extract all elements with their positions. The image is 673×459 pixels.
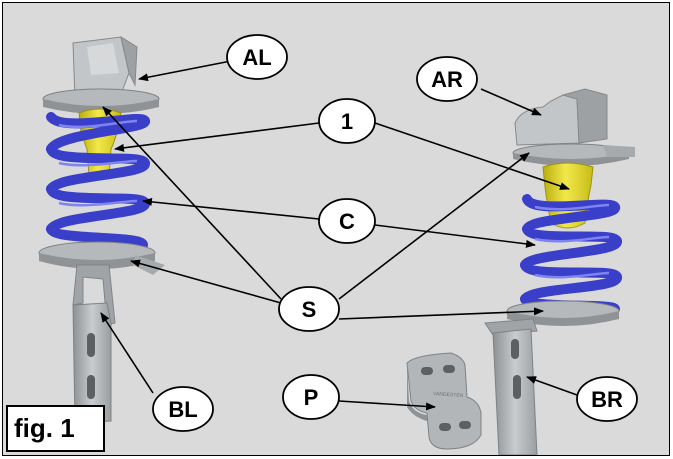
coil-spring-left-highlight <box>58 119 138 207</box>
leader-s-upper-left <box>102 106 282 300</box>
suspension-diagram: VANDESTEN AL AR 1 C S BL <box>38 34 638 455</box>
upper-seat-right <box>512 143 635 166</box>
left-spring-assembly <box>38 35 165 424</box>
leader-al <box>138 60 232 82</box>
callout-bl-label: BL <box>168 397 197 422</box>
plate-text: VANDESTEN <box>433 391 464 399</box>
lower-seat-right <box>506 300 620 326</box>
callout-1-label: 1 <box>341 109 353 134</box>
bottom-bracket-left <box>72 264 116 424</box>
top-bracket-left <box>72 35 138 100</box>
coil-spring-right-highlight <box>534 203 610 279</box>
leader-c-right <box>374 224 536 248</box>
callout-1: 1 <box>318 98 376 144</box>
figure-label: fig. 1 <box>6 405 105 452</box>
leader-1-left <box>114 122 320 152</box>
leader-s-lower-left <box>130 259 282 304</box>
right-spring-assembly <box>484 88 635 455</box>
callout-al: AL <box>226 34 288 80</box>
upper-seat-left <box>42 88 160 114</box>
callout-br-label: BR <box>591 387 623 412</box>
leader-1-right <box>374 122 570 190</box>
bottom-bracket-right <box>484 318 538 455</box>
callout-bl: BL <box>152 386 214 432</box>
top-bracket-right <box>514 88 608 146</box>
leader-s-upper-right <box>338 152 530 300</box>
callout-p: P <box>282 374 340 420</box>
callout-s-label: S <box>302 297 317 322</box>
leader-bl <box>100 312 154 394</box>
callout-br: BR <box>576 376 638 422</box>
callout-c: C <box>318 198 376 244</box>
adapter-plate: VANDESTEN <box>406 352 482 450</box>
leader-lines <box>100 60 578 411</box>
leader-s-lower-right <box>338 307 544 320</box>
callout-c-label: C <box>339 209 355 234</box>
leader-ar <box>480 88 542 116</box>
callout-ar-label: AR <box>431 67 463 92</box>
callout-p-label: P <box>304 385 319 410</box>
leader-p <box>338 400 436 411</box>
callout-ar: AR <box>416 56 478 102</box>
callout-al-label: AL <box>242 45 271 70</box>
coil-spring-right <box>520 194 623 314</box>
lower-seat-left <box>38 241 165 275</box>
leader-c-left <box>142 197 320 220</box>
callout-s: S <box>278 286 340 332</box>
leader-br <box>526 376 578 396</box>
